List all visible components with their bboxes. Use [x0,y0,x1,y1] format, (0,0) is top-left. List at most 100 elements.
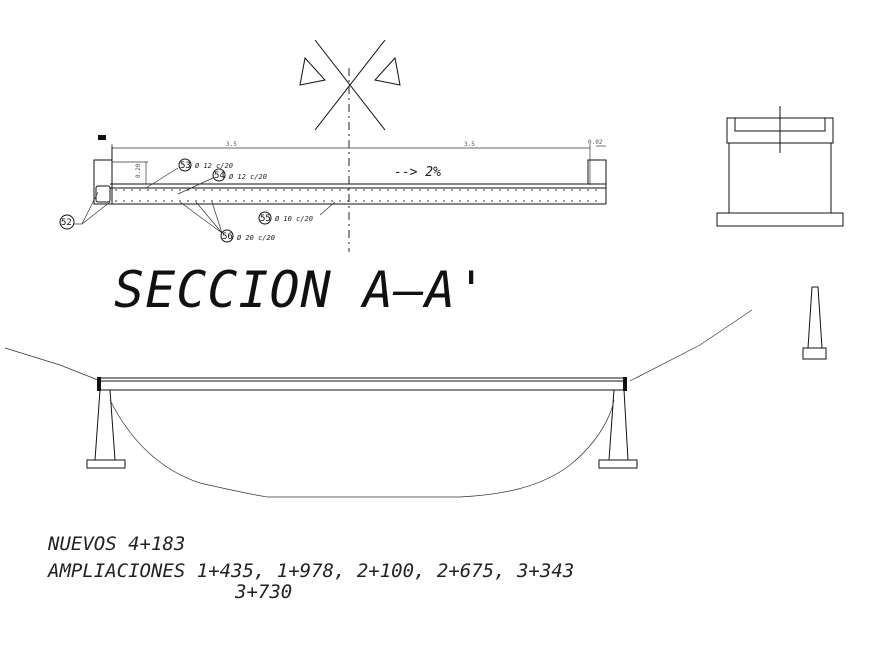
dim-left: 3.5 [226,141,237,148]
rebar-dot [115,189,117,191]
rebar-dot [251,189,253,191]
rebar-dot [451,189,453,191]
rebar-dot [267,200,269,202]
rebar-dot [395,189,397,191]
rebar-dot [171,189,173,191]
rebar-dot [243,189,245,191]
rebar-dot [227,189,229,191]
rebar-dot [555,189,557,191]
rebar-dot [515,189,517,191]
rebar-dot [483,200,485,202]
rebar-dot [219,189,221,191]
rebar-dot [171,200,173,202]
dim-right: 3.5 [464,141,475,148]
rebar-mark-53: 53 [180,161,191,171]
rebar-dot [203,189,205,191]
rebar-dot [163,200,165,202]
rebar-dot [387,189,389,191]
rebar-dot [195,200,197,202]
rebar-dot [235,189,237,191]
rebar-dot [435,200,437,202]
rebar-dot [571,189,573,191]
rebar-dot [219,200,221,202]
rebar-mark-52-circle [59,214,75,230]
rebar-dot [499,189,501,191]
rebar-dot [411,200,413,202]
rebar-dot [507,200,509,202]
rebar-dot [427,200,429,202]
rebar-dot [275,189,277,191]
rebar-dot [467,200,469,202]
note-nuevos: NUEVOS 4+183 [47,533,185,555]
pier-side-view [802,286,827,360]
rebar-dot [139,189,141,191]
rebar-dot [483,189,485,191]
rebar-dot [291,189,293,191]
rebar-dot [491,189,493,191]
rebar-dot [459,189,461,191]
rebar-dot [411,189,413,191]
rebar-dot [307,189,309,191]
rebar-dot [379,189,381,191]
rebar-dot [211,200,213,202]
rebar-callouts: 53 Ø 12 c/20 54 Ø 12 c/20 55 Ø 10 c/20 5… [59,158,336,243]
rebar-dot [251,200,253,202]
rebar-dot [259,189,261,191]
rebar-dot [475,200,477,202]
pier-elevation [716,106,844,227]
rebar-dot [315,200,317,202]
rebar-dot [555,200,557,202]
axis-symbol [299,39,401,131]
rebar-dot [291,200,293,202]
rebar-dot [211,189,213,191]
rebar-dot [243,200,245,202]
rebar-dot [531,189,533,191]
rebar-dot [267,189,269,191]
rebar-dot [123,189,125,191]
rebar-dot [371,200,373,202]
rebar-dot [275,200,277,202]
rebar-dot [131,200,133,202]
rebar-dot [579,200,581,202]
rebar-dot [507,189,509,191]
rebar-dot [539,200,541,202]
note-ampliaciones-cont: 3+730 [234,581,292,603]
rebar-dot [155,189,157,191]
rebar-dot [323,200,325,202]
rebar-dot [283,200,285,202]
rebar-dot [163,189,165,191]
rebar-dot [491,200,493,202]
rebar-dot [419,189,421,191]
rebar-dot [587,200,589,202]
rebar-dot [523,200,525,202]
rebar-dot [323,189,325,191]
barrier-cap [98,135,106,140]
rebar-dot [403,189,405,191]
rebar-dot [339,189,341,191]
rebar-dot [379,200,381,202]
rebar-dot [443,200,445,202]
rebar-dot [531,200,533,202]
rebar-dot [395,200,397,202]
rebar-mark-56: 56 [222,232,233,242]
rebar-dot [347,189,349,191]
rebar-mark-54: 54 [214,171,225,181]
rebar-dot [363,200,365,202]
rebar-dot [331,200,333,202]
rebar-dot [155,200,157,202]
rebar-dot [179,200,181,202]
rebar-dot [371,189,373,191]
rebar-dot [443,189,445,191]
rebar-dot [339,200,341,202]
deck-section: 3.5 3.5 0.02 0.20 --> 2% [93,135,607,205]
rebar-dot [595,200,597,202]
rebar-mark-55: 55 [260,214,271,224]
rebar-dot [547,189,549,191]
rebar-dot [563,200,565,202]
dim-edge: 0.02 [588,139,603,146]
bridge-elevation [4,309,753,498]
rebar-dot [587,189,589,191]
rebar-dot [259,200,261,202]
rebar-dot [451,200,453,202]
